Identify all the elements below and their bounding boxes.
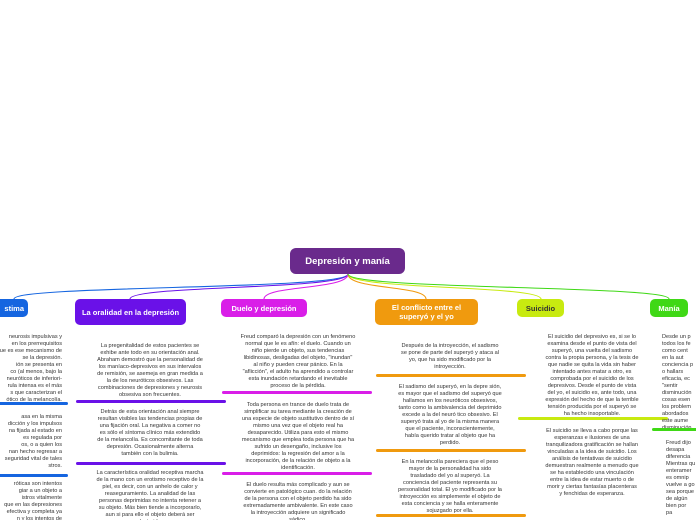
central-topic[interactable]: Depresión y manía [290, 248, 405, 274]
branch-node-duelo[interactable]: Duelo y depresión [221, 299, 307, 317]
branch-underline-suicidio-1 [518, 417, 668, 420]
branch-text-suicidio-1: El suicidio del depresivo es, si se lo e… [545, 334, 639, 417]
branch-underline-conflicto-2 [376, 449, 526, 452]
branch-underline-conflicto-1 [376, 374, 526, 377]
branch-text-mania-2: Freud dijo desapa diferencia Mientras qu… [666, 440, 696, 516]
branch-text-duelo-1: Freud comparó la depresión con un fenóme… [240, 334, 356, 389]
branch-text-conflicto-2: El sadismo del superyó, en la depre sión… [398, 384, 502, 446]
branch-node-autoestima[interactable]: stima [0, 299, 28, 317]
branch-underline-oralidad-2 [76, 462, 226, 465]
branch-underline-autoestima-1 [0, 402, 68, 405]
branch-text-conflicto-3: En la melancolía pareciera que el peso m… [398, 459, 502, 514]
branch-underline-conflicto-3 [376, 514, 526, 517]
connector-conflicto [347, 273, 427, 300]
branch-text-mania-1: Desde un p todos los fe como cent en la … [662, 334, 694, 431]
branch-text-duelo-3: El duelo resulta más complicado y aun se… [243, 482, 353, 520]
branch-text-oralidad-2: Detrás de esta orientación anal siempre … [97, 409, 203, 457]
branch-text-conflicto-1: Después de la introyección, el sadismo s… [401, 343, 499, 370]
branch-node-oralidad[interactable]: La oralidad en la depresión [75, 299, 186, 325]
branch-text-suicidio-2: El suicidio se lleva a cabo porque las e… [545, 428, 639, 497]
branch-text-autoestima-3: róticas son intentos giar a un objeto a … [4, 481, 62, 520]
branch-underline-mania-1 [652, 428, 696, 431]
branch-text-oralidad-3: La característica oralidad receptiva mar… [96, 470, 204, 520]
connector-suicidio [347, 273, 542, 300]
branch-underline-oralidad-1 [76, 400, 226, 403]
branch-text-autoestima-2: asa en la misma dicción y los impulsos n… [4, 414, 62, 469]
connector-duelo [263, 273, 349, 300]
branch-underline-duelo-1 [222, 391, 372, 394]
branch-text-autoestima-1: neurosis impulsivas y en los prerrequisi… [0, 334, 62, 403]
branch-node-mania[interactable]: Manía [650, 299, 688, 317]
branch-text-duelo-2: Toda persona en trance de duelo trata de… [241, 402, 355, 471]
branch-node-suicidio[interactable]: Suicidio [517, 299, 564, 317]
branch-underline-duelo-2 [222, 472, 372, 475]
branch-node-conflicto[interactable]: El conflicto entre el superyó y el yo [375, 299, 478, 325]
connector-mania [347, 273, 670, 300]
branch-underline-autoestima-2 [0, 474, 68, 477]
connector-oralidad [129, 273, 349, 300]
branch-text-oralidad-1: La pregenitalidad de estos pacientes se … [97, 343, 203, 398]
connector-narcisismo [13, 273, 349, 300]
